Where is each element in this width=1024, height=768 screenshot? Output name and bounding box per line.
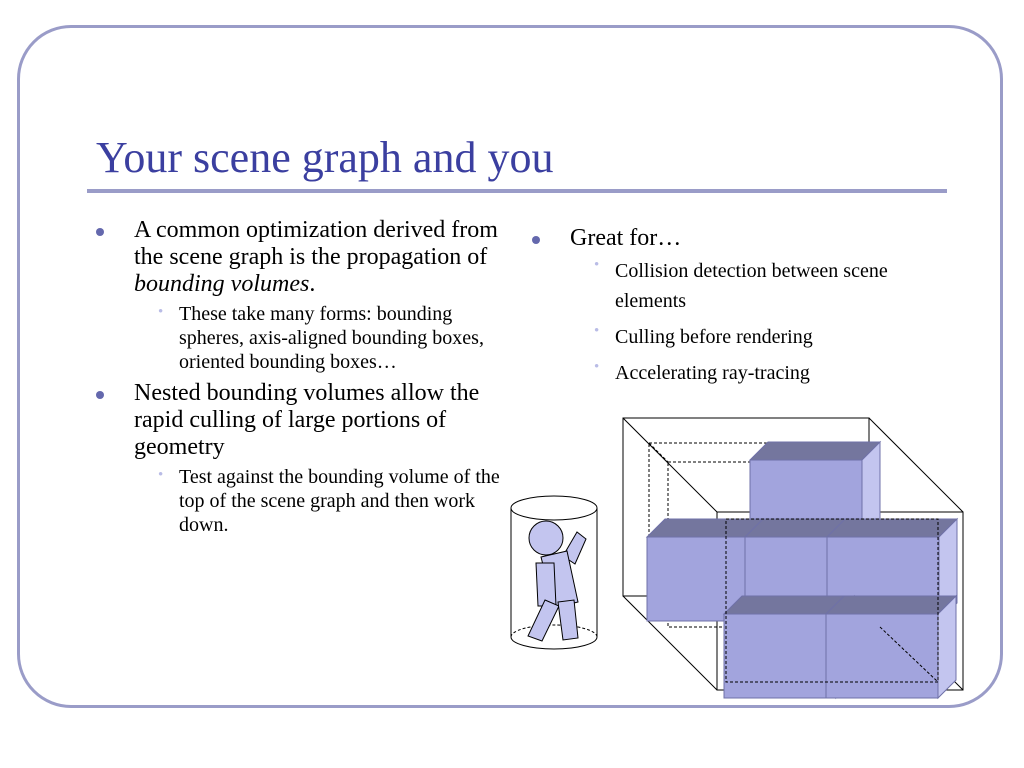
bullet-item-great-for: Great for… • Collision detection between… <box>532 225 952 388</box>
sub-bullet-list: • These take many forms: bounding sphere… <box>134 302 511 374</box>
inner-bounding-box-front <box>725 518 939 683</box>
sub-bullet-text: Test against the bounding volume of the … <box>179 466 500 536</box>
figure-head <box>528 520 564 556</box>
bullet-item-bounding-volumes: A common optimization derived from the s… <box>96 217 511 374</box>
bounding-cylinder-figure <box>510 495 598 650</box>
bullet-icon <box>532 236 540 244</box>
figure-leg-right <box>557 599 579 641</box>
bullet-text: A common optimization derived from the s… <box>134 217 498 297</box>
bullet-text: Great for… <box>570 225 682 251</box>
left-bullet-list: A common optimization derived from the s… <box>96 217 511 543</box>
sub-bullet-item: • These take many forms: bounding sphere… <box>134 302 511 374</box>
sub-bullet-list: • Collision detection between scene elem… <box>570 256 952 388</box>
cube-bottom-right <box>825 595 957 699</box>
bullet-text-italic: bounding volumes <box>134 271 310 297</box>
sub-bullet-icon: • <box>158 467 164 483</box>
cylinder-bottom <box>510 636 598 650</box>
cylinder-sides <box>510 508 598 637</box>
sub-bullet-icon: • <box>594 323 600 339</box>
sub-bullet-icon: • <box>594 359 600 375</box>
slide-title: Your scene graph and you <box>96 133 554 182</box>
cube-stack <box>646 441 958 699</box>
sub-bullet-text: These take many forms: bounding spheres,… <box>179 303 484 373</box>
bullet-icon <box>96 391 104 399</box>
sub-bullet-list: • Test against the bounding volume of th… <box>134 465 511 537</box>
sub-bullet-item: • Collision detection between scene elem… <box>570 256 952 316</box>
sub-bullet-item: • Test against the bounding volume of th… <box>134 465 511 537</box>
sub-bullet-icon: • <box>594 257 600 273</box>
bullet-item-nested-volumes: Nested bounding volumes allow the rapid … <box>96 380 511 537</box>
sub-bullet-text: Accelerating ray-tracing <box>615 362 810 384</box>
figure-arm <box>562 531 587 565</box>
title-underline <box>87 189 947 193</box>
sub-bullet-icon: • <box>158 304 164 320</box>
cylinder-top <box>510 495 598 521</box>
bullet-icon <box>96 228 104 236</box>
sub-bullet-text: Culling before rendering <box>615 326 813 348</box>
sub-bullet-item: • Accelerating ray-tracing <box>570 358 952 388</box>
sub-bullet-text: Collision detection between scene elemen… <box>615 260 888 312</box>
figure-arm-left <box>535 562 557 607</box>
sub-bullet-item: • Culling before rendering <box>570 322 952 352</box>
slide-frame <box>17 25 1003 708</box>
right-bullet-list: Great for… • Collision detection between… <box>532 225 952 394</box>
figure-leg-left <box>527 599 560 642</box>
bullet-text: Nested bounding volumes allow the rapid … <box>134 380 480 460</box>
